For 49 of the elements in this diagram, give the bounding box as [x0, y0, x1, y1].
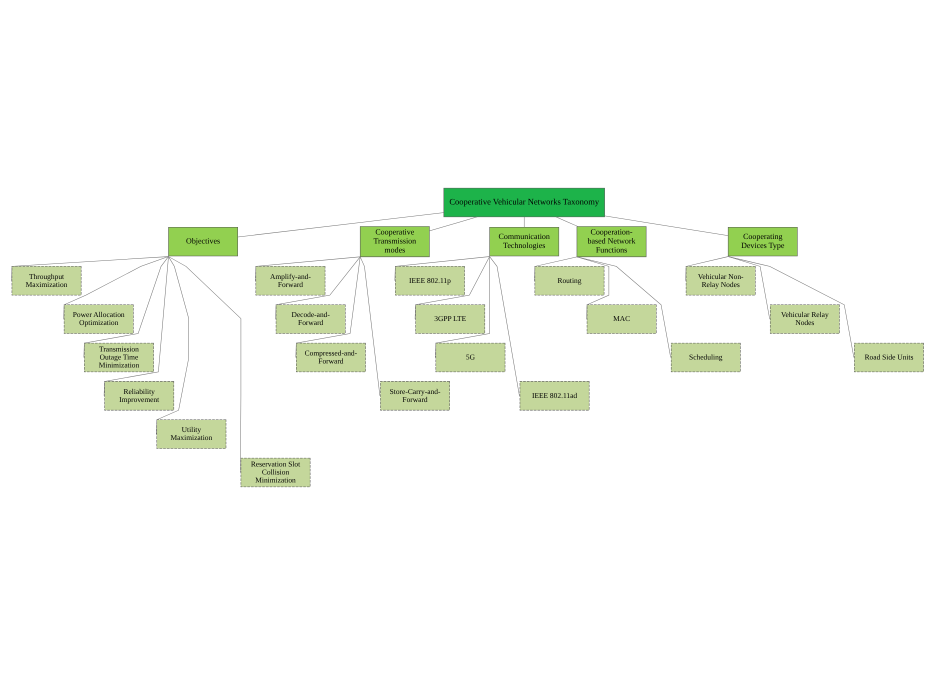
node-box: Cooperating Devices Type [728, 227, 798, 256]
node-box: 5G [436, 342, 506, 372]
node-box: Communication Technologies [489, 227, 560, 256]
connector [84, 256, 169, 358]
connector [275, 256, 360, 320]
connector [576, 256, 610, 320]
node-box: Cooperation-based Network Functions [576, 226, 646, 258]
connector [104, 256, 169, 396]
node-box: Store-Carry-and-Forward [380, 381, 450, 410]
connector [604, 216, 728, 236]
node-box: Scheduling [670, 342, 741, 372]
node-box: Power Allocation Optimization [64, 304, 134, 334]
connector [429, 216, 478, 232]
node-box: MAC [586, 304, 657, 334]
connector [360, 256, 380, 396]
node-box: Cooperative Vehicular Networks Taxonomy [444, 188, 605, 218]
node-box: Reliability Improvement [104, 381, 174, 410]
node-box: Compressed-and-Forward [296, 342, 366, 372]
node-box: Vehicular Non-Relay Nodes [686, 266, 756, 296]
connector [238, 212, 444, 238]
node-box: Utility Maximization [156, 420, 226, 449]
node-box: Cooperative Transmission modes [360, 226, 430, 258]
connector [556, 216, 578, 227]
connector [63, 256, 169, 320]
node-box: Road Side Units [854, 342, 924, 372]
node-box: IEEE 802.11p [395, 266, 465, 296]
connector [394, 256, 490, 282]
connector [685, 256, 728, 282]
node-box: 3GPP LTE [415, 304, 486, 334]
node-box: Decode-and-Forward [276, 304, 346, 334]
connector [296, 256, 360, 358]
node-box: Transmission Outage Time Minimization [84, 342, 154, 372]
connector [414, 256, 490, 320]
connector [728, 256, 854, 358]
node-box: Throughput Maximization [12, 266, 82, 296]
node-box: Routing [534, 266, 604, 296]
connector [168, 256, 242, 473]
connector [576, 256, 671, 358]
node-box: Vehicular Relay Nodes [770, 304, 840, 334]
connector [11, 256, 169, 282]
connector [255, 256, 360, 282]
node-box: IEEE 802.11ad [520, 381, 590, 410]
node-box: Objectives [168, 227, 238, 256]
node-box: Amplify-and-Forward [256, 266, 326, 296]
connector [489, 256, 520, 396]
connector [156, 256, 189, 434]
node-box: Reservation Slot Collision Minimization [240, 458, 310, 488]
connector [435, 256, 490, 358]
connector [534, 256, 578, 282]
